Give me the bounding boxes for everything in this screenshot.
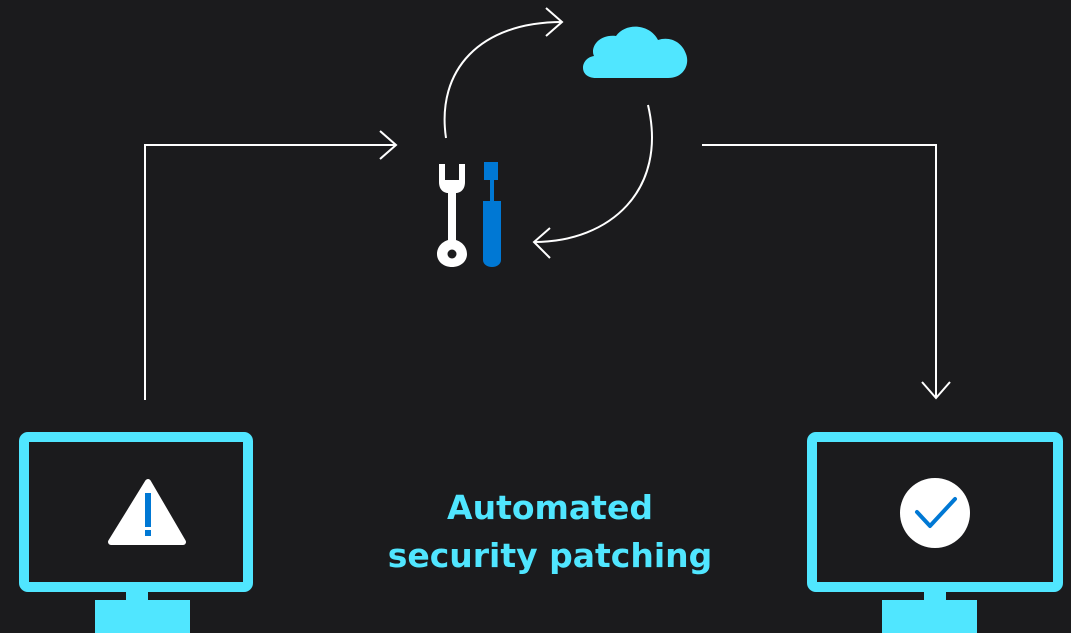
cycle-arrow-up xyxy=(443,7,564,139)
wrench-icon xyxy=(437,164,467,267)
wrench-screwdriver-icon xyxy=(437,162,501,267)
cycle-arrow-down xyxy=(532,104,653,259)
left-monitor-icon xyxy=(19,432,253,633)
caption-line-1: Automated xyxy=(447,488,653,527)
warning-icon xyxy=(108,479,186,545)
screwdriver-icon xyxy=(483,162,501,267)
cloud-icon xyxy=(583,26,688,78)
right-monitor-icon xyxy=(807,432,1063,633)
diagram-caption: Automated security patching xyxy=(330,484,770,580)
arrow-to-tools xyxy=(144,130,398,400)
checkmark-icon xyxy=(900,478,970,548)
arrow-to-right-monitor xyxy=(702,144,951,400)
caption-line-2: security patching xyxy=(387,536,713,575)
